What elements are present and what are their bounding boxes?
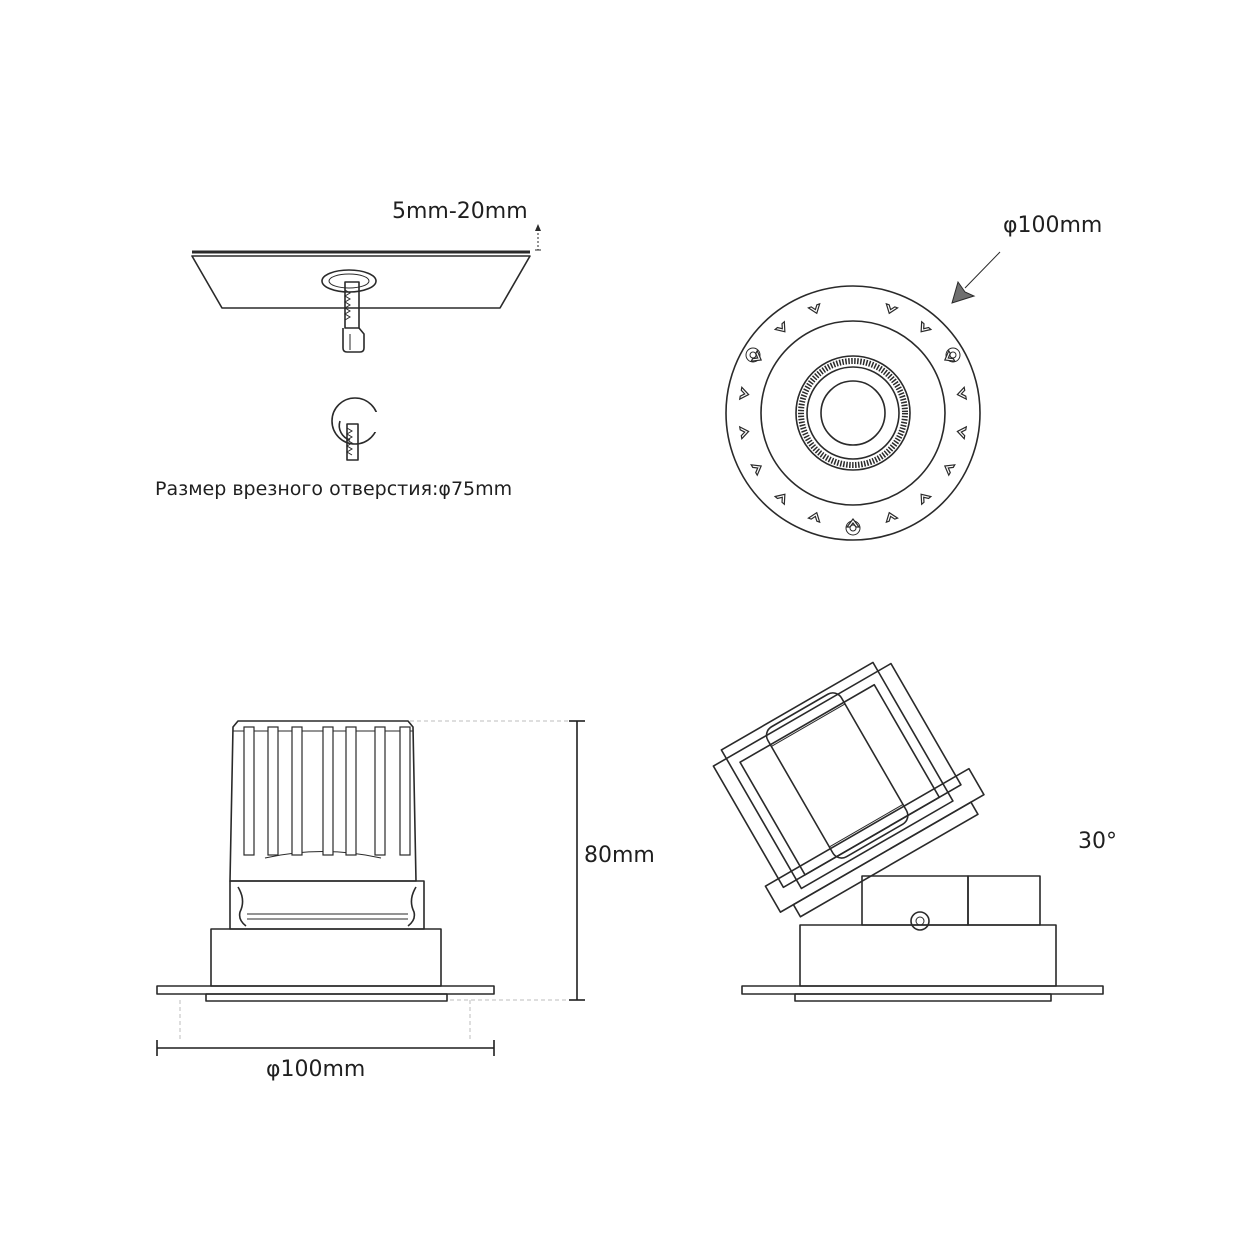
fin <box>322 726 334 856</box>
chevron-mark <box>738 425 750 440</box>
fin <box>291 726 303 856</box>
fin <box>243 726 255 856</box>
side-view <box>156 720 585 1056</box>
chevron-mark <box>773 493 786 506</box>
chevron-mark <box>885 302 899 315</box>
screw-hole-icon <box>745 347 961 536</box>
chevron-mark <box>956 425 968 440</box>
chevron-mark <box>920 493 933 506</box>
fin <box>374 726 386 856</box>
chevron-mark <box>807 302 821 315</box>
chevron-mark <box>920 320 933 333</box>
chevron-mark <box>845 518 861 528</box>
thickness-marker <box>535 224 541 251</box>
top-view <box>725 251 1001 541</box>
chevron-mark <box>750 349 763 362</box>
chevron-mark <box>738 386 750 401</box>
fin <box>399 726 411 856</box>
tilt-angle-label: 30° <box>1078 829 1117 854</box>
chevron-mark <box>750 464 763 477</box>
heatsink-fins <box>243 726 411 856</box>
chevron-mark <box>807 511 821 524</box>
chevron-mark <box>773 320 786 333</box>
side-diameter-label: φ100mm <box>266 1057 366 1082</box>
chevron-mark <box>943 464 956 477</box>
spring-clip-icon <box>342 281 365 353</box>
chevron-mark <box>943 349 956 362</box>
ceiling-panel-icon <box>191 250 531 309</box>
ceiling-thickness-label: 5mm-20mm <box>392 199 528 224</box>
height-label: 80mm <box>584 843 655 868</box>
clip-detail-icon <box>331 397 380 461</box>
arrow-icon <box>951 280 976 304</box>
cutout-size-label: Размер врезного отверстия:φ75mm <box>155 478 513 500</box>
chevron-mark <box>956 386 968 401</box>
fin <box>345 726 357 856</box>
chevron-mark <box>885 511 899 524</box>
grip-chevrons <box>738 302 968 528</box>
fin <box>267 726 279 856</box>
tilted-view <box>712 661 1104 1002</box>
top-diameter-label: φ100mm <box>1003 213 1103 238</box>
